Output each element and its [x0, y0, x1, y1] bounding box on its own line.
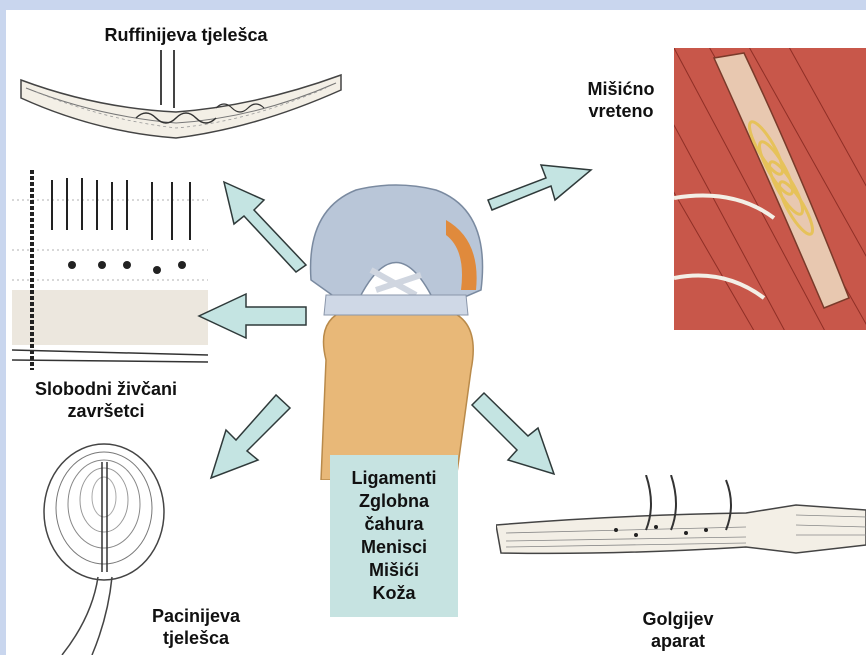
arrow-down-right [472, 393, 554, 474]
diagram-canvas: Ruffinijeva tjelešca Mišićno vreteno [6, 10, 866, 655]
tissue-item: Ligamenti [351, 467, 436, 490]
arrow-down-left [211, 395, 290, 478]
arrow-up-right [488, 165, 591, 210]
tissue-item: Menisci [361, 536, 427, 559]
arrow-up-left [224, 182, 306, 272]
tissue-item: Mišići [369, 559, 419, 582]
tissue-item: Zglobna [359, 490, 429, 513]
tissue-list-box: Ligamenti Zglobna čahura Menisci Mišići … [330, 455, 458, 617]
tissue-item: Koža [372, 582, 415, 605]
tissue-item: čahura [364, 513, 423, 536]
arrow-left [199, 294, 306, 338]
